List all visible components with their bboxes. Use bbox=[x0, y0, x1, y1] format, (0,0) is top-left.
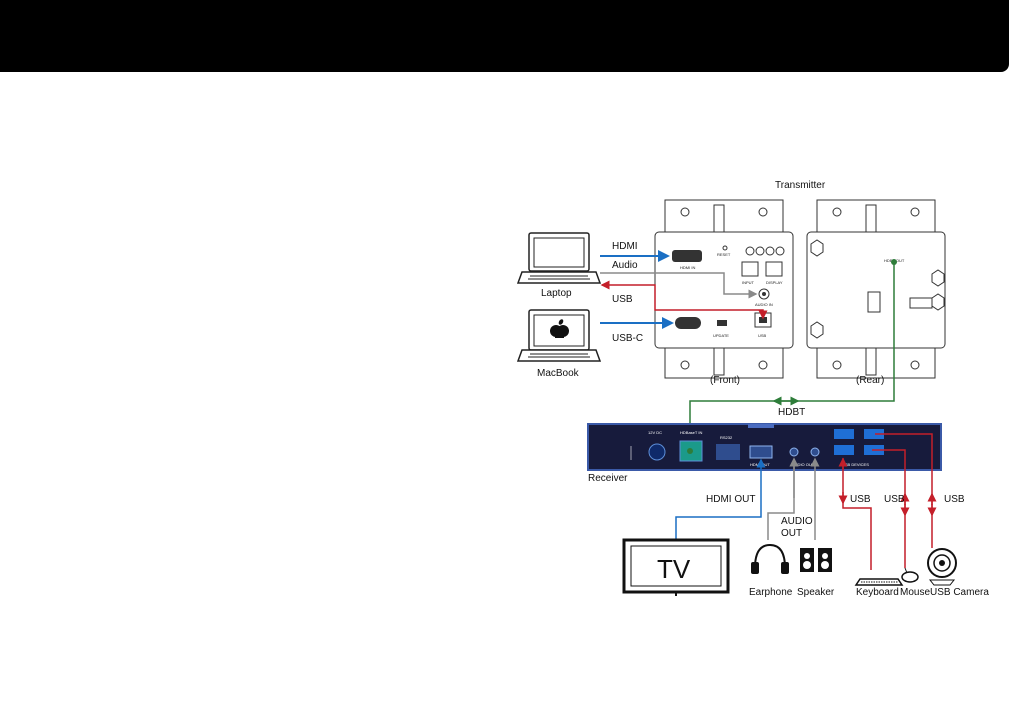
audio-connection-label: Audio bbox=[612, 260, 638, 271]
receiver-rs232-port bbox=[716, 444, 740, 460]
speaker-label: Speaker bbox=[797, 587, 835, 598]
front-usbc-port bbox=[675, 317, 701, 329]
receiver-panel: 12V DC HDBaseT IN RS232 HDMI OUT AUDIO O… bbox=[588, 424, 941, 470]
receiver-hdmi-port bbox=[750, 446, 772, 458]
keyboard-usb-label: USB bbox=[850, 494, 871, 505]
receiver-power-label: 12V DC bbox=[648, 430, 662, 435]
receiver-usb-port-1 bbox=[834, 429, 854, 439]
camera-usb-label: USB bbox=[944, 494, 965, 505]
earphone-label: Earphone bbox=[749, 587, 793, 598]
front-input-label: INPUT bbox=[742, 280, 755, 285]
keyboard-icon bbox=[856, 579, 902, 585]
laptop-icon bbox=[518, 233, 600, 283]
front-hdmi-port bbox=[672, 250, 702, 262]
rear-caption: (Rear) bbox=[856, 375, 884, 386]
speaker-icon bbox=[800, 548, 832, 572]
front-reset-label: RESET bbox=[717, 252, 731, 257]
tv-screen-label: TV bbox=[657, 554, 691, 584]
receiver-audio-out-label: AUDIO OUT bbox=[792, 462, 815, 467]
receiver-label: Receiver bbox=[588, 473, 628, 484]
macbook-icon bbox=[518, 310, 600, 361]
front-usb-label: USB bbox=[758, 333, 767, 338]
usb-camera-label: USB Camera bbox=[930, 587, 989, 598]
usb-camera-icon bbox=[928, 549, 956, 585]
front-update-port bbox=[717, 320, 727, 326]
receiver-usb-devices-label: USB DEVICES bbox=[842, 462, 869, 467]
earphone-icon bbox=[751, 545, 789, 574]
receiver-hdbt-in-label: HDBaseT IN bbox=[680, 430, 702, 435]
mouse-label: Mouse bbox=[900, 587, 930, 598]
transmitter-title: Transmitter bbox=[775, 180, 826, 191]
hdmi-connection-label: HDMI bbox=[612, 241, 638, 252]
receiver-rs232-label: RS232 bbox=[720, 435, 733, 440]
usbc-connection-label: USB-C bbox=[612, 333, 643, 344]
transmitter-rear-plate: HDBT OUT bbox=[807, 200, 945, 378]
usb-connection-label: USB bbox=[612, 294, 633, 305]
hdbt-label: HDBT bbox=[778, 407, 805, 418]
laptop-label: Laptop bbox=[541, 288, 572, 299]
audio-out-label-line1: AUDIO bbox=[781, 516, 813, 527]
keyboard-label: Keyboard bbox=[856, 587, 899, 598]
front-update-label: UPDATE bbox=[713, 333, 729, 338]
receiver-power-port bbox=[649, 444, 665, 460]
keyboard-usb-cable bbox=[843, 458, 871, 570]
receiver-usb-port-2 bbox=[834, 445, 854, 455]
mouse-usb-label: USB bbox=[884, 494, 905, 505]
front-display-label: DISPLAY bbox=[766, 280, 783, 285]
receiver-speaker-jack bbox=[811, 448, 819, 456]
front-audio-in-label: AUDIO IN bbox=[755, 302, 773, 307]
macbook-label: MacBook bbox=[537, 368, 580, 379]
receiver-earphone-jack bbox=[790, 448, 798, 456]
hdmi-out-cable bbox=[676, 505, 761, 540]
front-hdmi-in-label: HDMI IN bbox=[680, 265, 695, 270]
receiver-hdmi-out-label: HDMI OUT bbox=[750, 462, 770, 467]
front-caption: (Front) bbox=[710, 375, 740, 386]
hdmi-out-label: HDMI OUT bbox=[706, 494, 755, 505]
audio-out-label-line2: OUT bbox=[781, 528, 802, 539]
mouse-icon bbox=[902, 568, 918, 582]
